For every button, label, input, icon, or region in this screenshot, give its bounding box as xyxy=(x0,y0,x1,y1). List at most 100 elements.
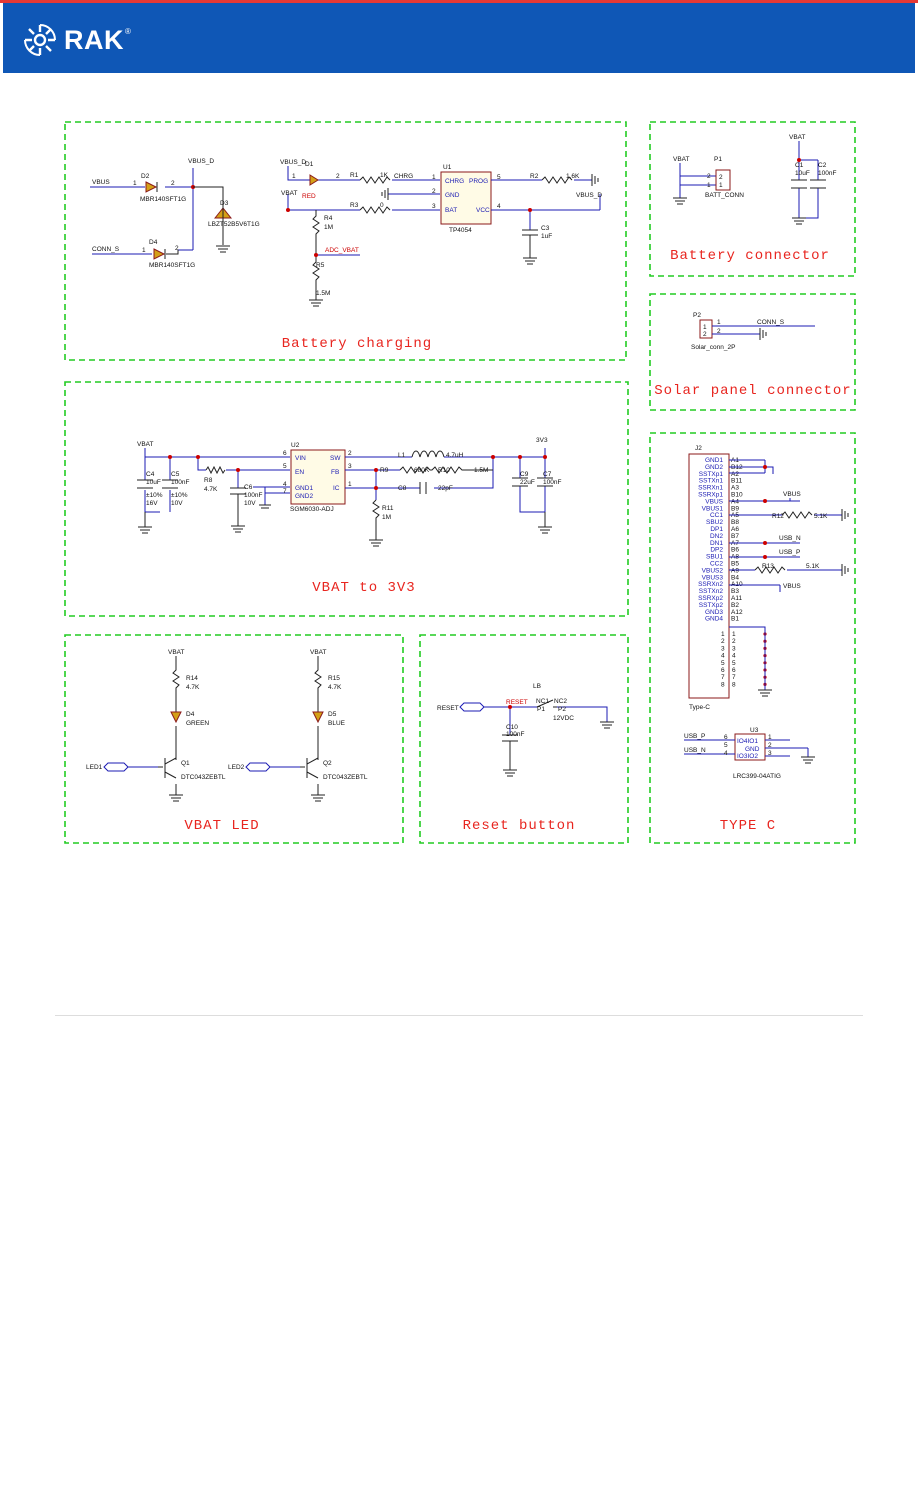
tc-pin-name: GND2 xyxy=(705,464,723,471)
svg-text:2: 2 xyxy=(175,245,179,252)
value-c2: 100nF xyxy=(818,170,836,177)
tc-pin-number: A9 xyxy=(731,567,739,574)
brand-name: RAK xyxy=(64,24,124,55)
label-q1: Q1 xyxy=(181,760,190,767)
net-vbus: VBUS xyxy=(92,179,110,186)
label-r3: R3 xyxy=(350,202,359,209)
tc-extra-pin: 7 xyxy=(721,674,725,681)
svg-text:2: 2 xyxy=(707,173,711,180)
tc-pin-number: B10 xyxy=(731,492,743,499)
label-d1: D1 xyxy=(305,161,314,168)
svg-text:7: 7 xyxy=(283,488,287,495)
net-led1: LED1 xyxy=(86,764,103,771)
svg-text:2: 2 xyxy=(703,331,707,338)
svg-text:4: 4 xyxy=(724,750,728,757)
net-reset: RESET xyxy=(437,705,459,712)
tc-extra-pin-2: 8 xyxy=(732,681,736,688)
net-vbat-bc-2: VBAT xyxy=(789,134,806,141)
label-d4-led: D4 xyxy=(186,711,195,718)
ic-u1 xyxy=(440,171,492,225)
pin-vin: VIN xyxy=(295,455,306,462)
tc-pin-name: SBU1 xyxy=(706,554,723,561)
tol-c5: ±10% xyxy=(171,492,188,499)
section-battery-connector: Battery connector VBAT P1 21 21 BATT_CON… xyxy=(649,121,856,277)
tc-pin-number: B2 xyxy=(731,602,739,609)
svg-text:4: 4 xyxy=(283,481,287,488)
svg-text:2: 2 xyxy=(171,180,175,187)
tc-pin-name: SSTXp1 xyxy=(699,471,724,478)
frame-vbat-led xyxy=(64,634,404,844)
svg-text:6: 6 xyxy=(724,734,728,741)
tc-pin-name: SSRXn1 xyxy=(698,485,723,492)
net-usb-p-2: USB_P xyxy=(684,733,705,740)
frame-type-c xyxy=(649,432,856,844)
title-solar-panel: Solar panel connector xyxy=(654,383,851,399)
pin-en: EN xyxy=(295,469,304,476)
svg-text:2: 2 xyxy=(348,450,352,457)
net-usb-n: USB_N xyxy=(779,535,801,542)
inductor-l1-icon xyxy=(411,450,445,458)
tc-pin-name: DP2 xyxy=(710,547,723,554)
value-r15: 4.7K xyxy=(328,684,342,691)
label-c3: C3 xyxy=(541,225,550,232)
tc-extra-pin: 5 xyxy=(721,660,725,667)
diode-d2-icon xyxy=(145,181,158,193)
label-r12: R12 xyxy=(772,513,784,520)
tc-pin-name: SSRXn2 xyxy=(698,581,723,588)
value-c10: 100nF xyxy=(506,731,524,738)
section-reset-button: Reset button RESET RESET LB NC1 NC2 P1 P… xyxy=(419,634,629,844)
tc-pin-name: CC1 xyxy=(710,512,723,519)
value-r1: 1K xyxy=(380,172,389,179)
label-u2: U2 xyxy=(291,442,300,449)
tc-pin-number: B4 xyxy=(731,574,739,581)
net-conn-s-2: CONN_S xyxy=(757,319,785,326)
tc-extra-pin: 6 xyxy=(721,667,725,674)
svg-text:5: 5 xyxy=(283,463,287,470)
led-d5-icon xyxy=(312,711,324,724)
value-r9: 680K xyxy=(414,467,430,474)
label-d2: D2 xyxy=(141,173,150,180)
value-r8: 4.7K xyxy=(204,486,218,493)
pin-sw: SW xyxy=(330,455,341,462)
label-switch: LB xyxy=(533,683,541,690)
label-r13: R13 xyxy=(762,563,774,570)
value-c3: 1uF xyxy=(541,233,552,240)
connector-j2 xyxy=(688,453,730,699)
rating-c4: 16V xyxy=(146,500,158,507)
tc-pin-name: VBUS3 xyxy=(702,574,724,581)
tc-extra-pin-2: 3 xyxy=(732,645,736,652)
value-r10: 1.5M xyxy=(474,467,488,474)
tc-pin-name: SSRXp2 xyxy=(698,595,723,602)
top-accent-line xyxy=(0,0,918,3)
label-c4: C4 xyxy=(146,471,155,478)
tc-pin-name: VBUS1 xyxy=(702,505,724,512)
pin-io4io1: IO4IO1 xyxy=(737,738,758,745)
svg-text:1: 1 xyxy=(719,182,723,189)
svg-text:3: 3 xyxy=(432,203,436,210)
ic-u2 xyxy=(290,449,346,505)
tc-extra-pin: 1 xyxy=(721,631,725,638)
part-q1: DTC043ZEBTL xyxy=(181,774,226,781)
header-bar: RAK® xyxy=(3,3,915,73)
value-c7: 100nF xyxy=(543,479,561,486)
pin-gnd2: GND2 xyxy=(295,493,313,500)
net-vbus-tc-2: VBUS xyxy=(783,583,801,590)
svg-text:2: 2 xyxy=(768,742,772,749)
value-r13: 5.1K xyxy=(806,563,820,570)
tc-pin-number: A11 xyxy=(731,595,742,602)
label-c5: C5 xyxy=(171,471,180,478)
label-u1: U1 xyxy=(443,164,452,171)
svg-text:4: 4 xyxy=(497,203,501,210)
tc-extra-pin-2: 1 xyxy=(732,631,736,638)
tc-pin-number: B11 xyxy=(731,478,742,485)
section-vbat-led: VBAT LED VBAT R14 4.7K D4 GREEN LED1 Q1 … xyxy=(64,634,404,844)
tc-pin-number: B7 xyxy=(731,533,739,540)
svg-text:2: 2 xyxy=(432,188,436,195)
tc-pin-name: SSRXp1 xyxy=(698,492,723,499)
title-reset-button: Reset button xyxy=(463,818,576,834)
tc-pin-number: B8 xyxy=(731,519,739,526)
tc-extra-pin: 8 xyxy=(721,681,725,688)
tc-pin-number: B1 xyxy=(731,616,739,623)
